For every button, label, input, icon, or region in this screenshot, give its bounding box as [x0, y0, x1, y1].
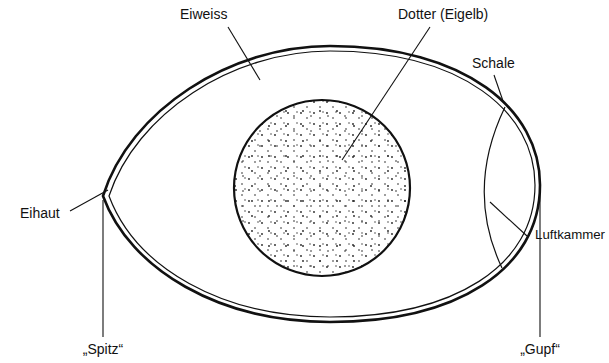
- egg-shell: [103, 46, 540, 322]
- yolk-stipple: [234, 100, 410, 276]
- part-label: „Gupf“: [520, 341, 560, 358]
- air-chamber: [484, 107, 505, 268]
- leader-line: [102, 200, 103, 337]
- part-label: Eihaut: [20, 205, 60, 222]
- yolk-outline: [234, 100, 410, 276]
- part-label: Dotter (Eigelb): [398, 6, 488, 23]
- part-label: Eiweiss: [180, 6, 227, 23]
- yolk: [234, 100, 410, 276]
- leader-line: [228, 27, 260, 80]
- egg-membrane: [109, 51, 535, 317]
- leader-line: [342, 27, 430, 160]
- leader-line: [539, 190, 540, 337]
- part-label: Schale: [472, 55, 515, 72]
- part-label: Luftkammer: [535, 226, 605, 243]
- part-label: „Spitz“: [83, 341, 123, 358]
- leader-line: [490, 202, 527, 236]
- yolk-stipple: [234, 100, 410, 276]
- leader-line: [494, 75, 503, 101]
- leader-line: [70, 190, 108, 211]
